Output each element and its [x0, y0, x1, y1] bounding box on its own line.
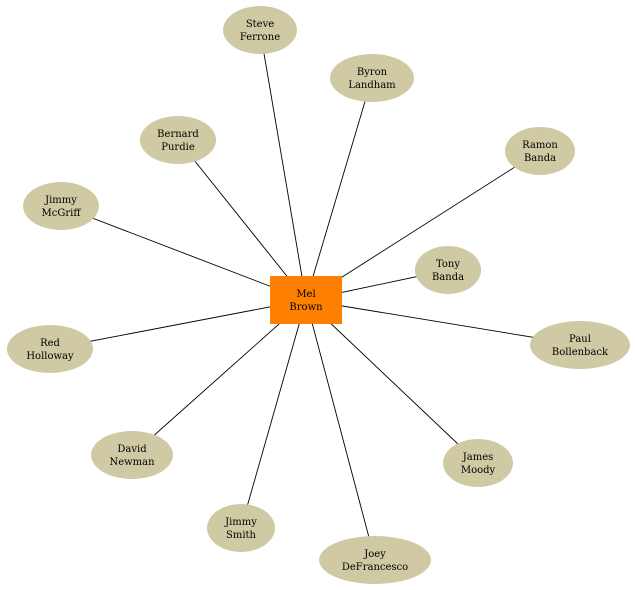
edge-red-holloway [49, 299, 307, 350]
node-ellipse [330, 54, 414, 102]
node-ellipse [23, 182, 99, 230]
edge-david-newman [131, 299, 307, 456]
node-label-line: David [117, 444, 147, 455]
node-label-line: James [462, 452, 494, 463]
center-node-label-line: Mel [296, 289, 315, 300]
edge-steve-ferrone [259, 29, 307, 301]
node-label-line: Byron [357, 67, 388, 78]
edge-jimmy-mcgriff [60, 205, 307, 301]
edge-james-moody [305, 299, 479, 464]
node-label-line: Banda [432, 272, 464, 283]
node-label-line: Jimmy [44, 195, 77, 206]
center-node-label-line: Brown [289, 302, 323, 313]
node-label-line: Smith [226, 530, 257, 541]
node-ellipse [7, 325, 93, 373]
node-ellipse [319, 536, 431, 584]
node-ellipse [443, 439, 513, 487]
edge-jimmy-smith [240, 299, 307, 529]
node-ellipse [207, 504, 275, 552]
center-node-box [270, 276, 342, 324]
edge-joey-defrancesco [305, 299, 376, 561]
node-label-line: Jimmy [224, 517, 257, 528]
node-ellipse [91, 431, 173, 479]
edge-byron-landham [305, 77, 373, 301]
node-label-line: Moody [461, 465, 496, 476]
node-label-line: Ramon [522, 140, 558, 151]
edge-bernard-purdie [177, 139, 307, 301]
node-label-line: Holloway [26, 351, 74, 362]
node-label-line: Tony [436, 259, 460, 270]
node-label-line: Banda [524, 153, 556, 164]
edge-ramon-banda [305, 150, 541, 301]
node-label-line: Paul [569, 334, 591, 345]
node-label-line: Ferrone [240, 32, 280, 43]
node-label-line: Joey [363, 549, 386, 560]
node-label-line: Purdie [161, 142, 195, 153]
node-ellipse [505, 127, 575, 175]
node-ellipse [530, 321, 630, 369]
node-label-line: Newman [109, 457, 155, 468]
node-label-line: Red [40, 338, 60, 349]
node-label-line: Landham [348, 80, 396, 91]
node-label-line: Bollenback [552, 347, 609, 358]
node-label-line: McGriff [42, 208, 82, 219]
node-label-line: Steve [246, 19, 274, 30]
node-ellipse [223, 6, 297, 54]
node-label-line: Bernard [157, 129, 199, 140]
node-ellipse [415, 246, 481, 294]
node-ellipse [140, 116, 216, 164]
node-label-line: DeFrancesco [342, 562, 408, 573]
